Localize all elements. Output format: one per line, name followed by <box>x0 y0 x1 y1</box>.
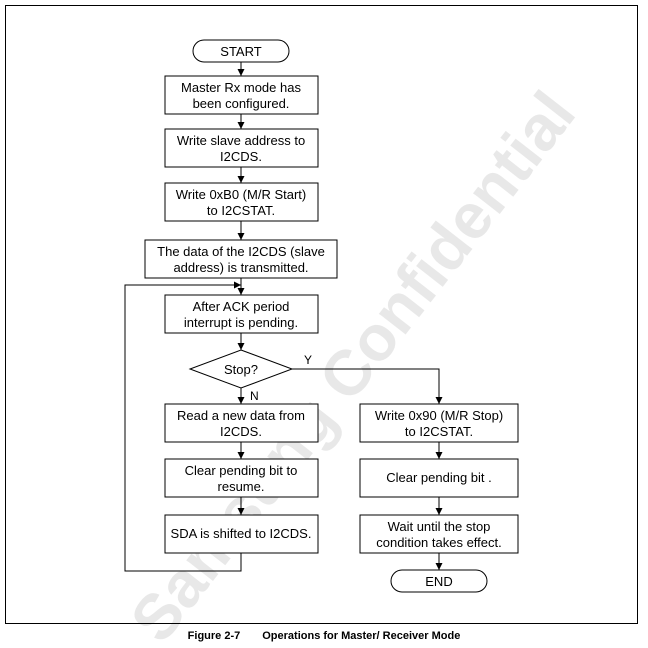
step-write-90-line-1: Write 0x90 (M/R Stop) <box>375 408 503 423</box>
step-clear-bit-line-1: Clear pending bit . <box>386 470 492 485</box>
step-wait-stop-line-1: Wait until the stop <box>388 519 491 534</box>
step-write-b0-line-2: to I2CSTAT. <box>207 203 275 218</box>
step-clear-bit: Clear pending bit . <box>359 458 519 498</box>
decision-no-label: N <box>250 389 259 403</box>
step-clear-resume: Clear pending bit to resume. <box>164 458 319 498</box>
step-clear-resume-line-2: resume. <box>218 479 265 494</box>
arrow-decision-yes-to-write-90 <box>292 368 443 404</box>
step-wait-stop: Wait until the stop condition takes effe… <box>359 514 519 554</box>
step-ack-pending-line-1: After ACK period <box>193 299 290 314</box>
stop-decision: Stop? <box>188 349 294 389</box>
step-configured: Master Rx mode has been configured. <box>164 75 319 115</box>
end-label: END <box>425 574 452 589</box>
step-write-b0: Write 0xB0 (M/R Start) to I2CSTAT. <box>164 182 319 222</box>
step-write-address-line-1: Write slave address to <box>177 133 305 148</box>
step-write-b0-line-1: Write 0xB0 (M/R Start) <box>176 187 307 202</box>
step-shifted: SDA is shifted to I2CDS. <box>164 514 319 554</box>
step-configured-line-2: been configured. <box>193 96 290 111</box>
step-write-address-line-2: I2CDS. <box>220 149 262 164</box>
step-write-90: Write 0x90 (M/R Stop) to I2CSTAT. <box>359 403 519 443</box>
step-configured-line-1: Master Rx mode has <box>181 80 301 95</box>
step-ack-pending-line-2: interrupt is pending. <box>184 315 298 330</box>
step-transmitted: The data of the I2CDS (slave address) is… <box>144 239 338 279</box>
start-terminal: START <box>192 39 290 63</box>
figure-caption: Figure 2-7 Operations for Master/ Receive… <box>0 630 648 642</box>
step-write-90-line-2: to I2CSTAT. <box>405 424 473 439</box>
step-wait-stop-line-2: condition takes effect. <box>376 535 502 550</box>
step-read-data-line-1: Read a new data from <box>177 408 305 423</box>
figure-number: Figure 2-7 <box>187 630 241 642</box>
figure-frame <box>5 5 638 624</box>
end-terminal: END <box>390 569 488 593</box>
step-transmitted-line-1: The data of the I2CDS (slave <box>157 244 325 259</box>
step-ack-pending: After ACK period interrupt is pending. <box>164 294 319 334</box>
loop-back-path <box>124 281 242 572</box>
step-clear-resume-line-1: Clear pending bit to <box>185 463 298 478</box>
start-label: START <box>220 44 261 59</box>
stop-decision-label: Stop? <box>224 362 258 377</box>
step-transmitted-line-2: address) is transmitted. <box>173 260 308 275</box>
decision-yes-label: Y <box>304 353 312 367</box>
step-write-address: Write slave address to I2CDS. <box>164 128 319 168</box>
step-shifted-line-1: SDA is shifted to I2CDS. <box>171 526 312 541</box>
step-read-data-line-2: I2CDS. <box>220 424 262 439</box>
step-read-data: Read a new data from I2CDS. <box>164 403 319 443</box>
figure-title: Operations for Master/ Receiver Mode <box>262 630 461 642</box>
